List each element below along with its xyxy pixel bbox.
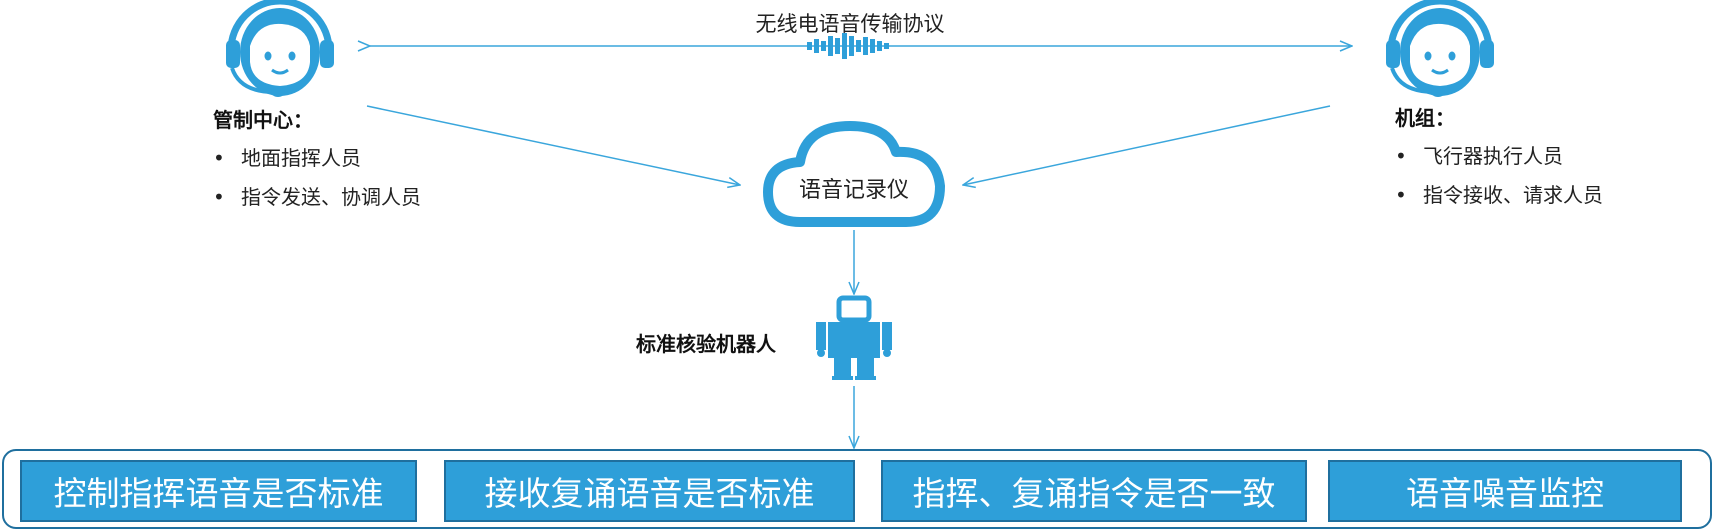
recorder-label: 语音记录仪 [798,178,909,203]
check-noise-monitor-button[interactable]: 语音噪音监控 [1328,460,1682,522]
control-center-item: • 地面指挥人员 [213,142,361,171]
crew-item-label: 飞行器执行人员 [1423,144,1563,168]
check-instruction-consistency-button[interactable]: 指挥、复诵指令是否一致 [881,460,1307,522]
right-to-recorder-arrow [963,105,1331,185]
recorder-cloud-icon [763,121,945,227]
bullet-dot: • [1395,183,1407,207]
left-headset-person-icon [226,0,334,97]
sound-wave-icon [807,33,889,59]
protocol-label: 无线电语音传输协议 [755,12,945,36]
control-center-item: • 指令发送、协调人员 [213,181,421,210]
right-headset-person-icon [1386,0,1494,97]
check-readback-speech-button[interactable]: 接收复诵语音是否标准 [444,460,855,522]
robot-icon [816,295,892,380]
bullet-dot: • [213,185,225,209]
bullet-dot: • [1395,144,1407,168]
control-center-title: 管制中心： [213,108,313,132]
bullet-dot: • [213,146,225,170]
control-center-item-label: 地面指挥人员 [241,146,361,170]
crew-item-label: 指令接收、请求人员 [1423,183,1603,207]
control-center-item-label: 指令发送、协调人员 [241,185,421,209]
robot-label: 标准核验机器人 [636,332,776,356]
left-to-recorder-arrow [366,105,740,185]
check-control-speech-button[interactable]: 控制指挥语音是否标准 [20,460,417,522]
crew-item: • 飞行器执行人员 [1395,140,1563,169]
crew-item: • 指令接收、请求人员 [1395,179,1603,208]
checks-panel [2,449,1712,529]
crew-title: 机组： [1395,106,1455,130]
